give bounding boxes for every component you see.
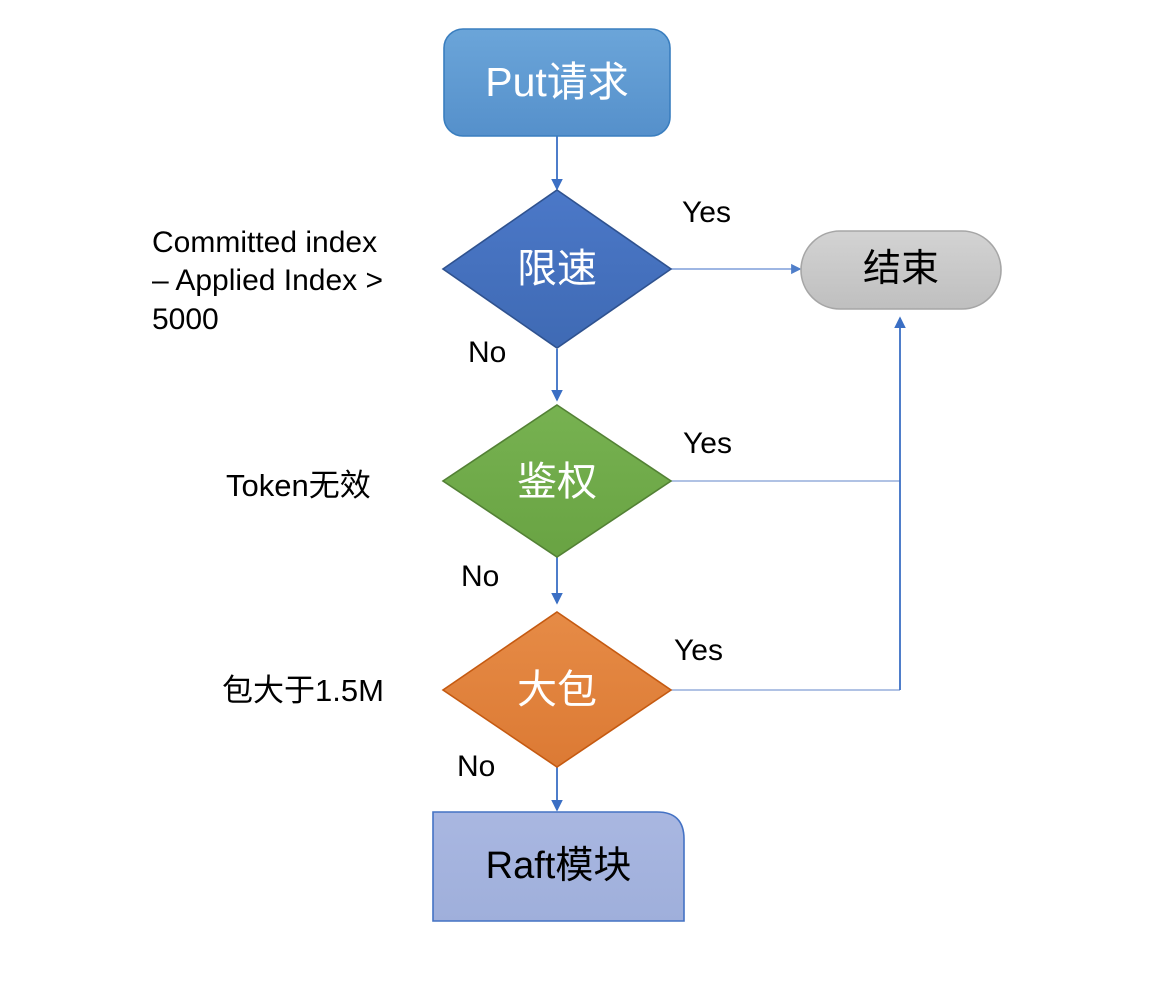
condition-label-auth: Token无效 [226, 466, 466, 506]
edge-label-large-packet-yes: Yes [674, 634, 723, 667]
edge-label-large-packet-no: No [457, 750, 496, 783]
edge-label-auth-no: No [461, 560, 500, 593]
condition-label-rate-limit: Committed index – Applied Index > 5000 [152, 224, 442, 339]
rate-limit-condition-line-1: Committed index [152, 226, 378, 259]
node-put-request[interactable] [443, 28, 671, 137]
node-large-packet[interactable] [441, 611, 673, 768]
edge-label-rate-limit-yes: Yes [682, 196, 731, 229]
rate-limit-condition-line-3: 5000 [152, 302, 219, 336]
rate-limit-condition-line-2: – Applied Index > [152, 264, 384, 298]
auth-condition-line-1: Token无效 [226, 468, 371, 503]
edge-label-rate-limit-no: No [468, 336, 507, 369]
condition-label-large-packet: 包大于1.5M [222, 671, 462, 711]
large-packet-condition-line-1: 包大于1.5M [222, 673, 384, 708]
node-raft-module[interactable] [432, 811, 685, 922]
node-rate-limit[interactable] [441, 189, 673, 349]
node-end[interactable] [800, 230, 1002, 310]
edge-label-auth-yes: Yes [683, 427, 732, 460]
node-auth[interactable] [441, 404, 673, 558]
